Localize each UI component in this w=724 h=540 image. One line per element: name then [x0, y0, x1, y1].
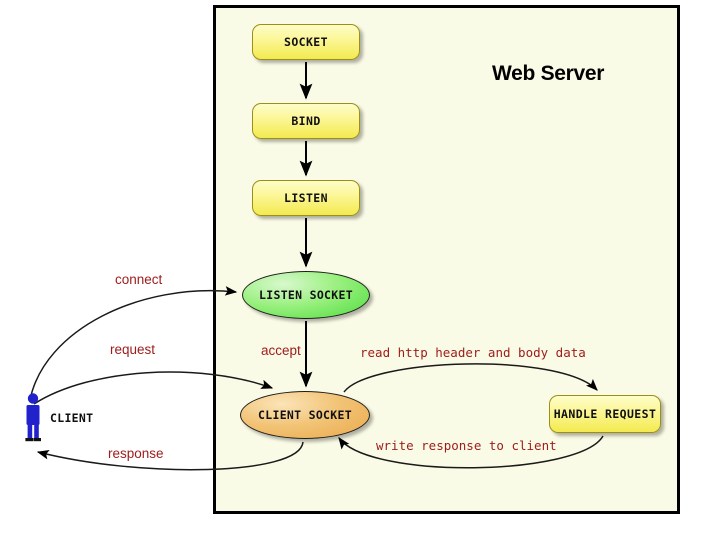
edge-label-accept: accept — [261, 343, 301, 358]
edge-connect — [29, 286, 238, 401]
edge-read-http — [343, 363, 598, 393]
web-server-title: Web Server — [492, 62, 605, 85]
edge-label-connect: connect — [115, 272, 163, 287]
edge-label-read-http: read http header and body data — [360, 345, 586, 360]
node-listen-socket[interactable]: LISTEN SOCKET — [242, 271, 370, 319]
node-listen[interactable]: LISTEN — [252, 180, 360, 216]
edge-label-request: request — [110, 342, 156, 357]
edge-label-write-response: write response to client — [376, 438, 557, 453]
node-client-socket[interactable]: CLIENT SOCKET — [240, 391, 370, 439]
edge-label-response: response — [108, 446, 164, 461]
edge-request — [33, 371, 274, 405]
person-icon — [25, 393, 41, 442]
edge-write-response — [338, 435, 604, 469]
node-socket[interactable]: SOCKET — [252, 24, 360, 60]
edge-response — [36, 441, 304, 471]
node-bind[interactable]: BIND — [252, 103, 360, 139]
client-label: CLIENT — [50, 411, 94, 425]
node-handle-request[interactable]: HANDLE REQUEST — [549, 395, 661, 433]
